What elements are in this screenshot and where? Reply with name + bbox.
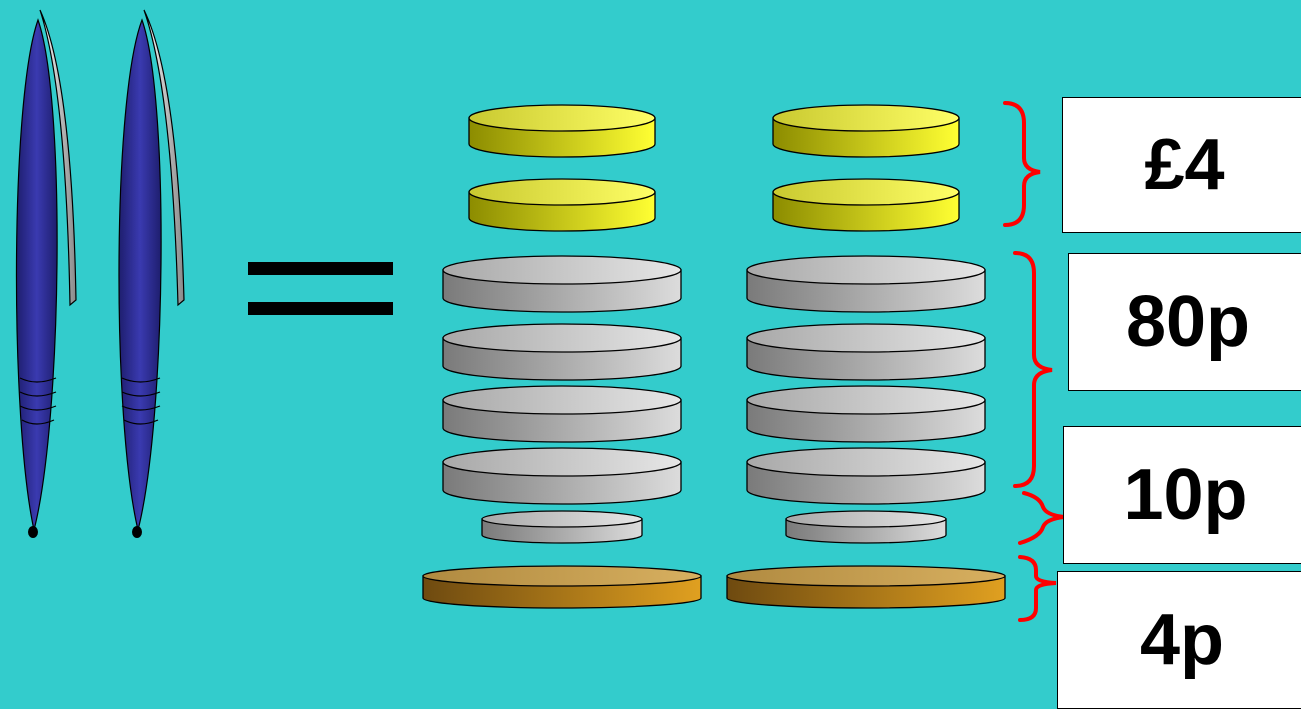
coin-20p: [443, 386, 681, 442]
coin-20p: [747, 386, 985, 442]
coin-stack-1: [423, 105, 701, 608]
five-pence-brace: [1020, 493, 1064, 543]
coin-stack-2: [727, 105, 1005, 608]
coin-pound: [469, 105, 655, 157]
pen-2-icon: [119, 10, 184, 538]
two-pence-brace: [1020, 557, 1056, 620]
pound-total-label: £4: [1062, 97, 1301, 233]
coin-5p: [482, 511, 642, 543]
coin-20p: [747, 448, 985, 504]
equals-sign: [248, 262, 393, 315]
five-pence-total-label: 10p: [1063, 426, 1301, 564]
coin-20p: [443, 256, 681, 312]
coin-20p: [443, 448, 681, 504]
coin-20p: [747, 324, 985, 380]
coin-pound: [773, 105, 959, 157]
coin-5p: [786, 511, 946, 543]
coin-20p: [747, 256, 985, 312]
twenty-pence-brace: [1015, 253, 1052, 486]
coin-2p: [423, 566, 701, 608]
coin-pound: [469, 179, 655, 231]
coin-pound: [773, 179, 959, 231]
two-pence-total-label: 4p: [1057, 571, 1301, 709]
coin-20p: [443, 324, 681, 380]
coin-2p: [727, 566, 1005, 608]
pen-1-icon: [16, 10, 76, 538]
twenty-pence-total-label: 80p: [1068, 253, 1301, 391]
coin-stacks: [423, 105, 1005, 608]
pound-brace: [1005, 103, 1040, 225]
